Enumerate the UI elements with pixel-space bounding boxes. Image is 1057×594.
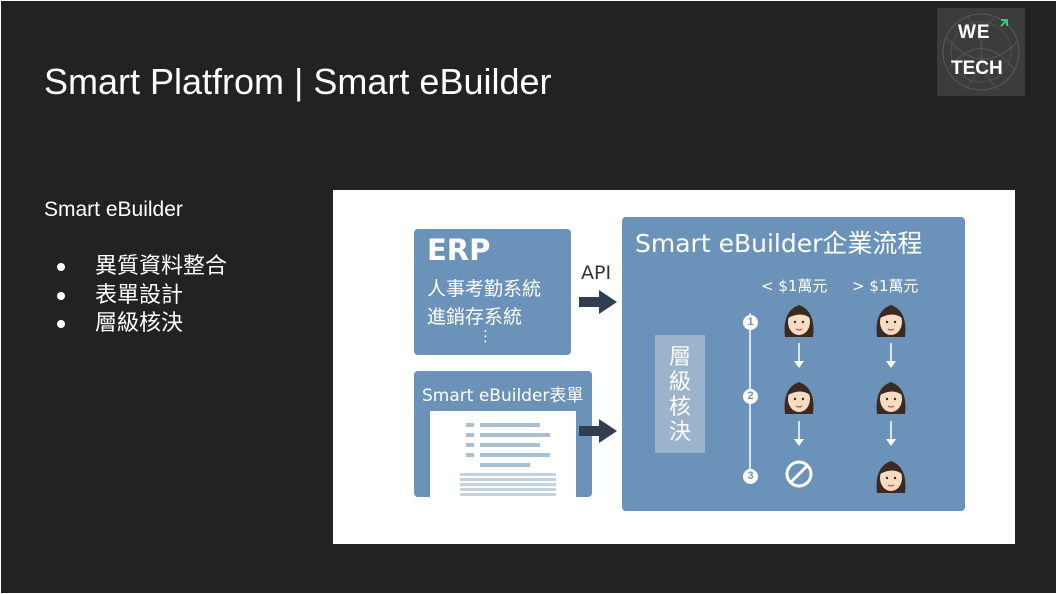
feature-item: 異質資料整合 [57,253,227,282]
flow-box: Smart eBuilder企業流程 < $1萬元 > $1萬元 層級核決 1 … [622,217,965,511]
api-arrow-icon [579,290,617,314]
down-arrow-icon [794,421,804,446]
api-label: API [581,262,612,284]
amount-low-label: < $1萬元 [761,277,828,295]
wetech-logo: WE TECH [937,8,1025,96]
logo-we-text: WE [958,22,991,43]
step-marker-2: 2 [743,389,758,404]
step-marker-3: 3 [743,469,758,484]
down-arrow-icon [886,421,896,446]
erp-system-hr: 人事考勤系統 [427,278,542,300]
flow-title: Smart eBuilder企業流程 [635,229,923,258]
erp-title: ERP [427,233,491,267]
feature-item: 表單設計 [57,282,227,311]
erp-box: ERP 人事考勤系統 進銷存系統 ⋮ [414,229,571,355]
logo-tech-text: TECH [951,58,1003,79]
feature-label: 層級核決 [95,311,184,337]
approver-face-icon [784,382,814,414]
logo-circle-pattern-icon [942,13,1020,91]
no-approval-icon [785,460,813,488]
bullet-icon [57,291,65,300]
form-arrow-icon [579,419,617,443]
slide-title: Smart Platfrom | Smart eBuilder [44,61,552,102]
down-arrow-icon [794,343,804,368]
step-marker-1: 1 [743,315,758,330]
approver-face-icon [876,461,906,493]
feature-list: 異質資料整合 表單設計 層級核決 [57,253,227,339]
approver-face-icon [876,305,906,337]
level-approval-box: 層級核決 [655,335,705,453]
erp-ellipsis: ⋮ [478,327,493,345]
form-box: Smart eBuilder表單 [414,371,592,497]
form-document-icon [430,411,576,497]
approver-face-icon [784,305,814,337]
level-approval-label: 層級核決 [668,345,691,445]
bullet-icon [57,263,65,272]
ebuilder-diagram: ERP 人事考勤系統 進銷存系統 ⋮ API Smart eBuilder表單 [333,190,1015,544]
feature-label: 異質資料整合 [95,254,228,280]
feature-label: 表單設計 [95,282,184,308]
amount-high-label: > $1萬元 [852,277,919,295]
content-heading: Smart eBuilder [44,198,183,221]
feature-item: 層級核決 [57,310,227,339]
form-title: Smart eBuilder表單 [422,386,584,406]
approver-face-icon [876,382,906,414]
bullet-icon [57,320,65,329]
erp-system-inventory: 進銷存系統 [427,306,523,328]
down-arrow-icon [886,343,896,368]
